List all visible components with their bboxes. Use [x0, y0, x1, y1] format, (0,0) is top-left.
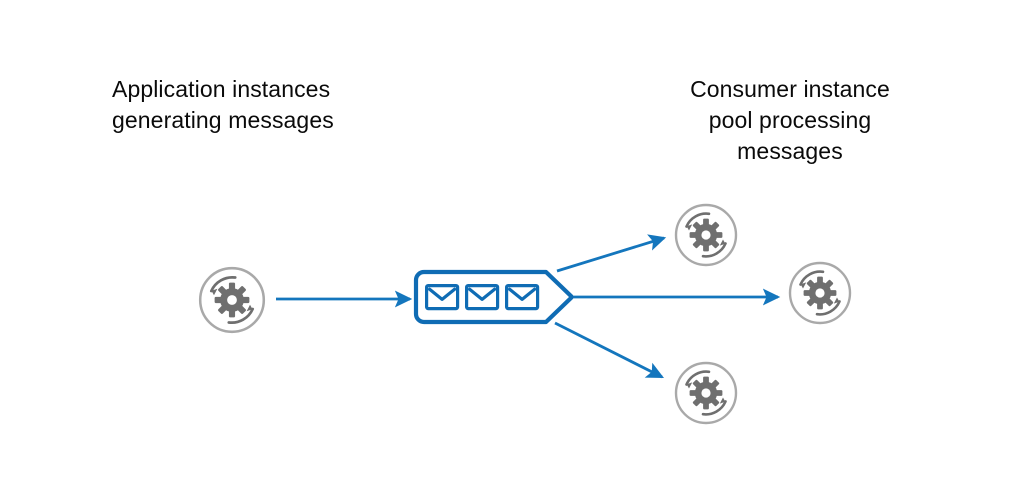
node-consumer-1[interactable] — [674, 203, 738, 267]
node-consumer-3[interactable] — [674, 361, 738, 425]
consumers-label: Consumer instance pool processing messag… — [690, 76, 890, 164]
gear-refresh-icon — [788, 261, 852, 325]
queue-message-1 — [425, 284, 460, 311]
gear-refresh-icon — [674, 361, 738, 425]
connector-queue-to-consumer-3 — [554, 321, 664, 379]
queue-message-3 — [505, 284, 540, 311]
producers-label: Application instances generating message… — [112, 76, 334, 133]
node-consumer-2[interactable] — [788, 261, 852, 325]
connector-queue-to-consumer-1 — [556, 234, 667, 273]
gear-refresh-icon — [198, 266, 266, 334]
gear-refresh-icon — [674, 203, 738, 267]
node-message-queue[interactable] — [413, 269, 575, 325]
node-producer-1[interactable] — [198, 266, 266, 334]
queue-message-2 — [465, 284, 500, 311]
connector-group — [276, 234, 781, 379]
